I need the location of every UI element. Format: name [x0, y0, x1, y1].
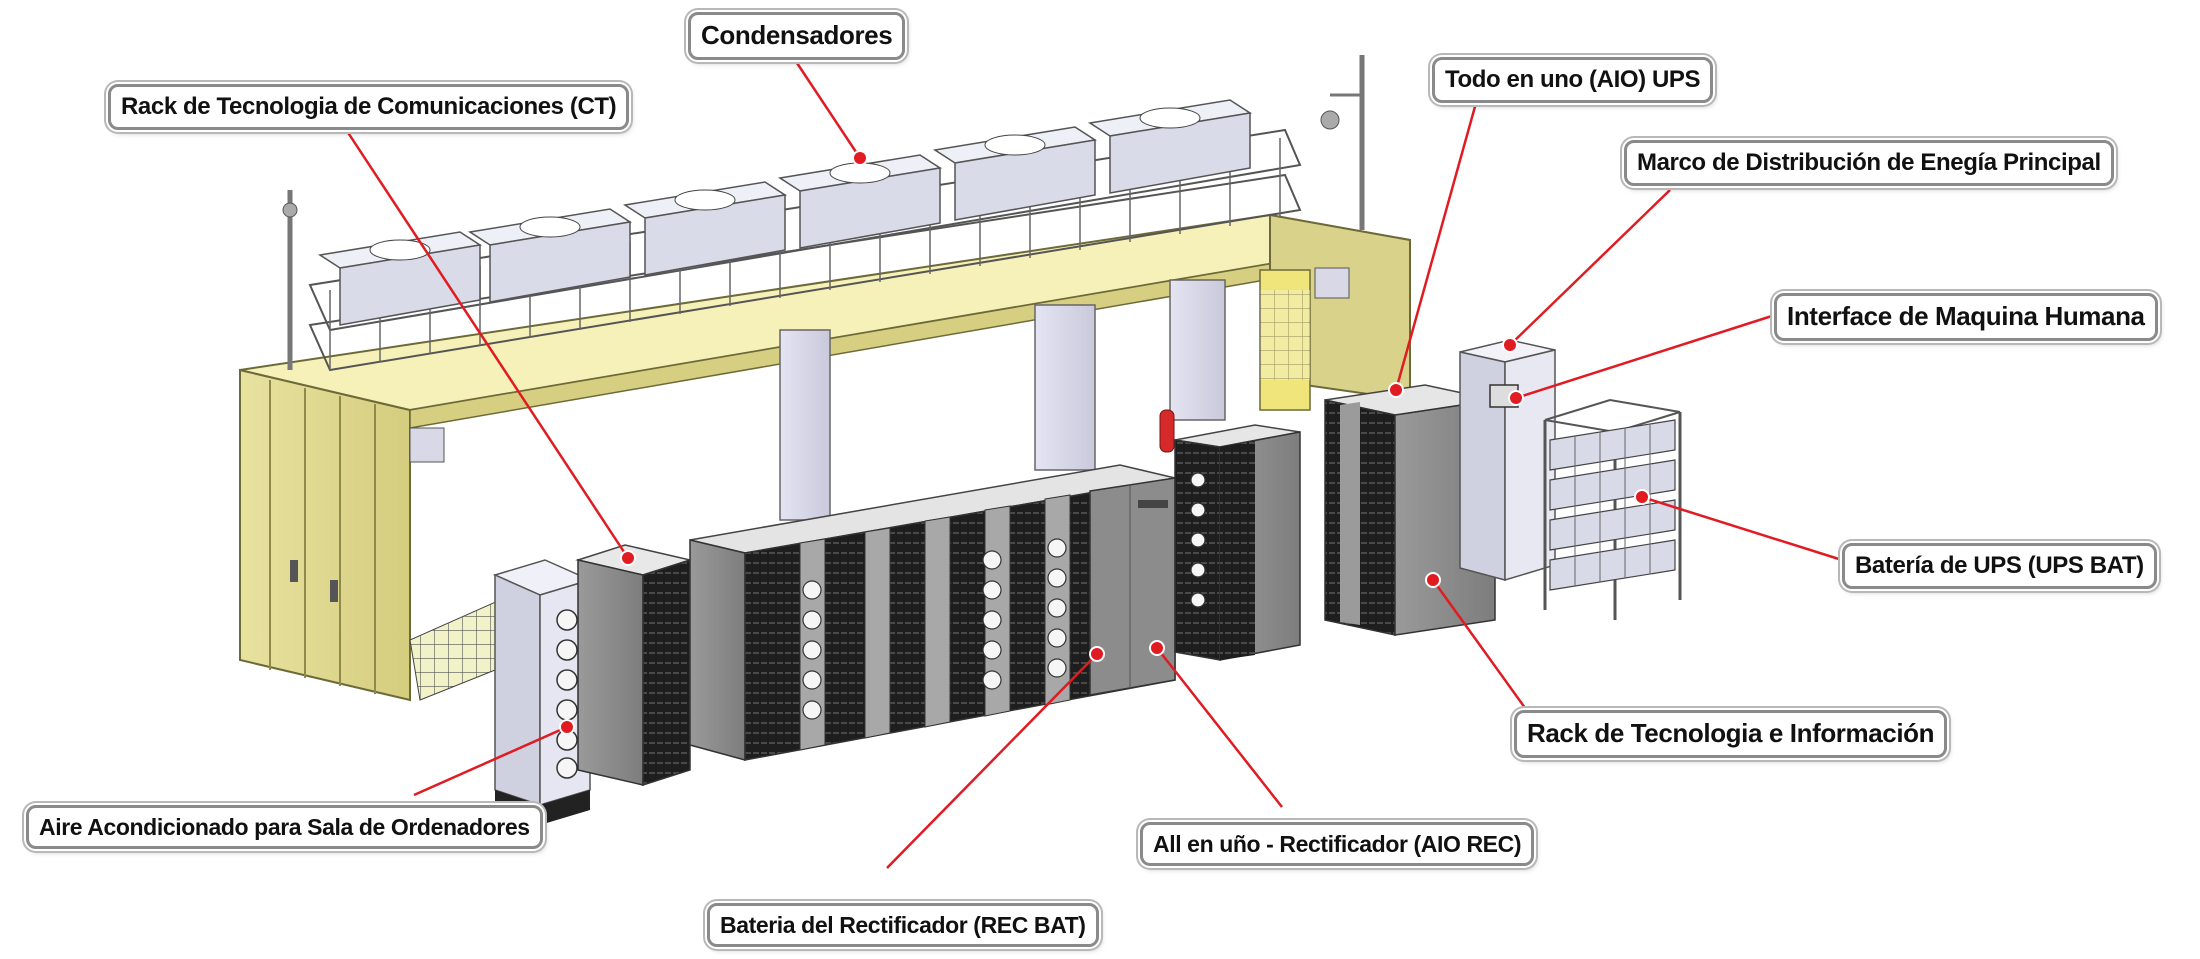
label-rec-bat: Bateria del Rectificador (REC BAT)	[707, 903, 1099, 948]
label-aio-ups: Todo en uno (AIO) UPS	[1432, 57, 1714, 103]
air-conditioner-unit	[492, 559, 593, 825]
distribution-frame	[1459, 339, 1556, 582]
leader-dots	[559, 150, 1650, 735]
label-aio-rec: All en uño - Rectificador (AIO REC)	[1140, 822, 1535, 867]
ups-battery-shelf	[1543, 398, 1682, 620]
label-condensadores: Condensadores	[688, 12, 906, 60]
label-mdf: Marco de Distribución de Enegía Principa…	[1624, 140, 2114, 186]
ct-rack	[575, 544, 693, 787]
label-rack-ct: Rack de Tecnologia de Comunicaciones (CT…	[108, 84, 630, 130]
label-ups-bat: Batería de UPS (UPS BAT)	[1842, 543, 2157, 589]
rectifier-battery-row	[689, 464, 1176, 761]
leader-lines	[343, 59, 1843, 869]
container	[239, 55, 1411, 702]
condenser-units	[308, 99, 1302, 372]
middle-rack-group	[1174, 424, 1301, 661]
label-rack-it: Rack de Tecnologia e Información	[1514, 710, 1948, 758]
label-hmi: Interface de Maquina Humana	[1774, 293, 2158, 341]
label-aire: Aire Acondicionado para Sala de Ordenado…	[26, 805, 543, 850]
